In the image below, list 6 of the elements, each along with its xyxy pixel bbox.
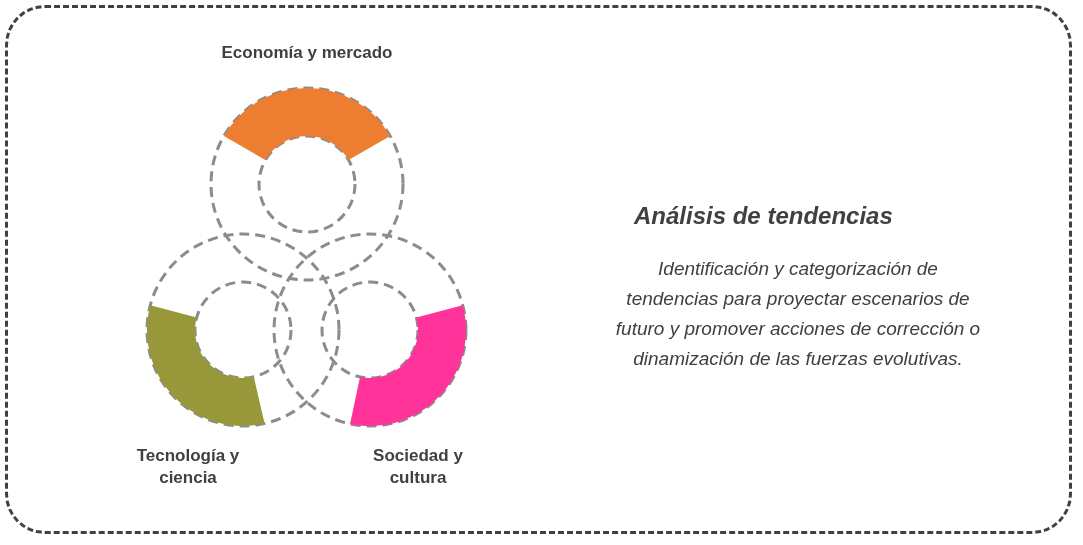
ring-label: Tecnología y ciencia <box>135 445 241 489</box>
dashed-frame <box>5 5 1072 534</box>
heading: Análisis de tendencias <box>634 201 893 231</box>
ring-label: Economía y mercado <box>220 42 394 64</box>
description-text: Identificación y categorización de tendencias para proyectar escenarios de futuro y promover acciones de corrección o dinamización de las fuerzas evolutivas. <box>614 257 982 371</box>
ring-label: Sociedad y cultura <box>372 445 464 489</box>
